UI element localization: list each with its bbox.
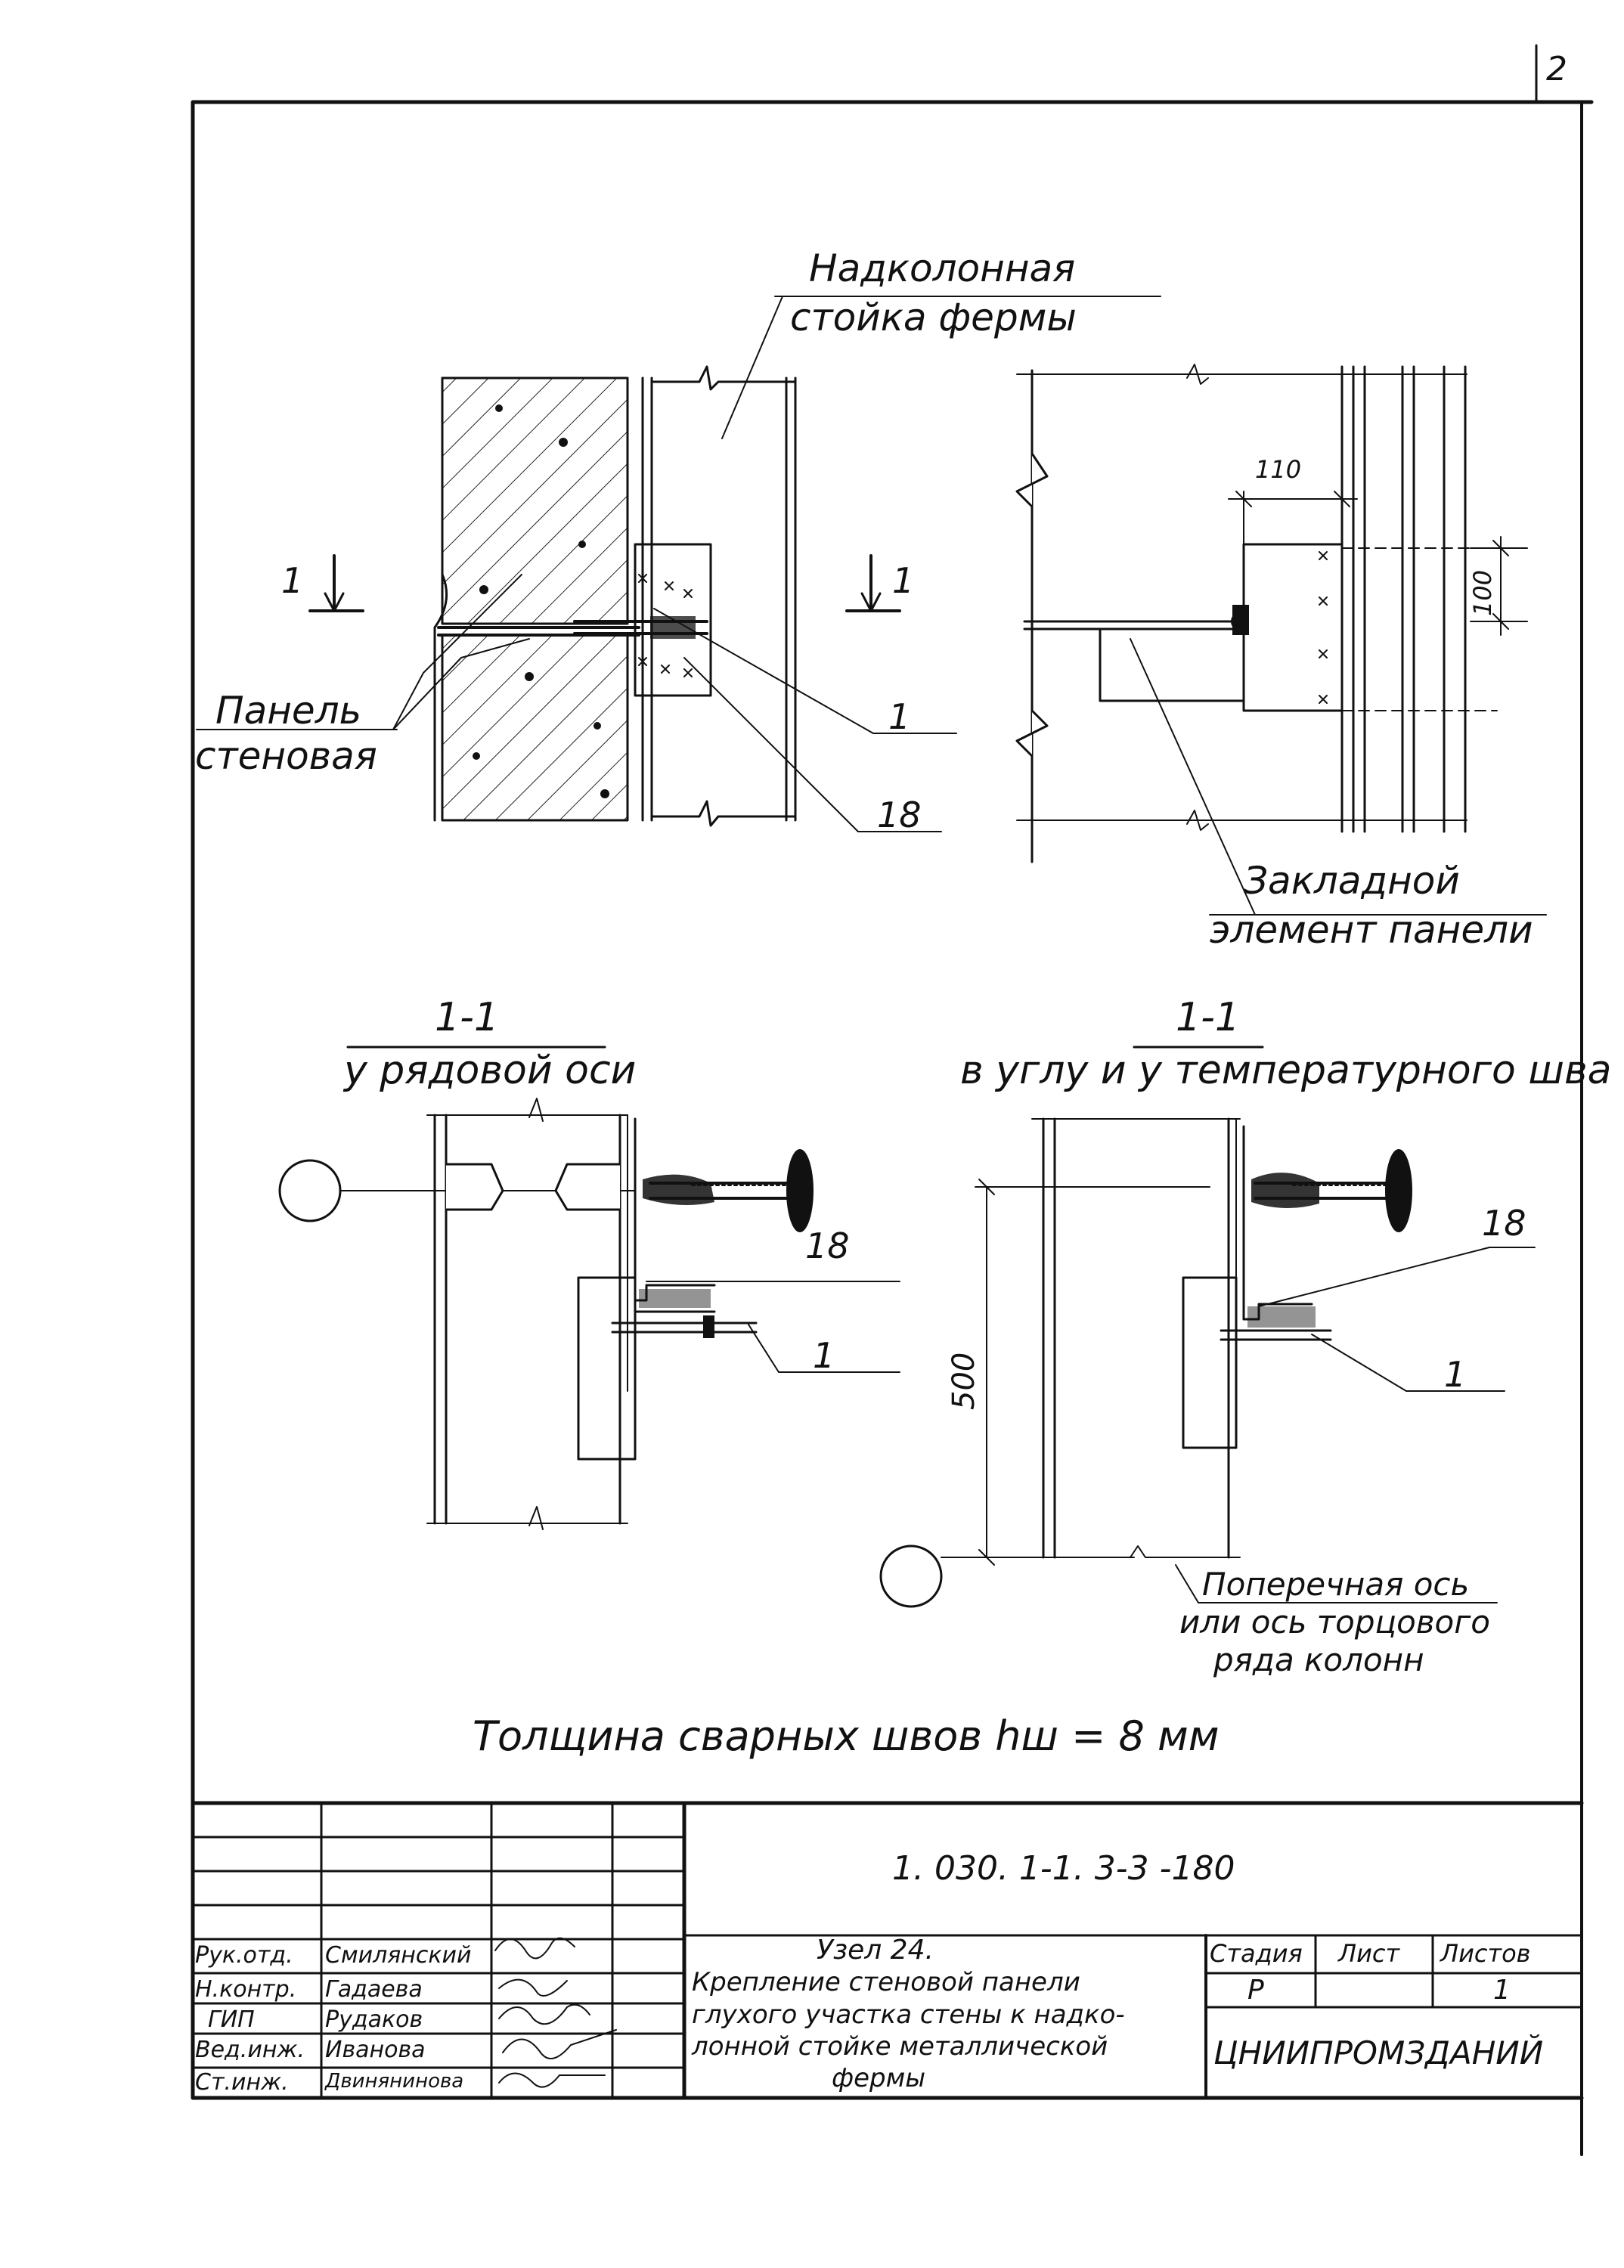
title-block-lines [191,1801,1584,2100]
sheet-header: Лист [1338,1939,1400,1968]
name-lead-engineer: Иванова [325,2037,426,2063]
name-chief-engineer: Рудаков [325,2006,423,2033]
role-chief-engineer: ГИП [208,2006,255,2033]
callout-embedded-line2: элемент панели [1210,908,1533,952]
node-title-line2: Крепление стеновой панели [692,1967,1080,1997]
weld-note: Толщина сварных швов hш = 8 мм [473,1712,1220,1760]
stage-header: Стадия [1210,1939,1303,1968]
stage-value: Р [1247,1975,1264,2006]
dimension-500: 500 [947,1352,981,1410]
section-left-mark: 1-1 [435,995,499,1040]
part-number-18-right: 18 [1482,1203,1526,1244]
role-norm-control: Н.контр. [195,1976,297,2003]
section-right-caption: в углу и у температурного шва [960,1048,1612,1093]
part-number-1-right: 1 [1444,1354,1467,1395]
sheet-frame [191,44,1594,2156]
callout-transverse-axis-line2: или ось торцового [1179,1603,1490,1641]
role-lead-engineer: Вед.инж. [195,2037,305,2063]
callout-embedded-line1: Закладной [1244,859,1460,903]
section-mark-right: 1 [892,560,915,601]
callout-wall-panel-line1: Панель [215,689,362,733]
callout-truss-post-line2: стойка фермы [790,296,1077,339]
node-title-line3: глухого участка стены к надко- [692,2000,1125,2030]
section-right [879,1046,1536,1608]
part-number-18-top: 18 [877,795,922,835]
drawing-code: 1. 030. 1-1. 3-3 -180 [892,1849,1235,1888]
callout-wall-panel-line2: стеновая [195,734,377,778]
section-left-caption: у рядовой оси [344,1048,637,1093]
section-left [278,1046,900,1530]
role-senior-engineer: Ст.инж. [195,2069,289,2096]
node-title-line1: Узел 24. [817,1935,934,1966]
page-number: 2 [1546,50,1567,88]
callout-truss-post-line1: Надколонная [809,246,1076,290]
section-mark-left: 1 [281,560,304,601]
part-number-18-left: 18 [805,1225,850,1266]
part-number-1-top: 1 [888,696,911,737]
callout-transverse-axis-line3: ряда колонн [1213,1641,1424,1678]
section-right-mark: 1-1 [1176,995,1240,1040]
node-title-line4: лонной стойке металлической [692,2031,1108,2062]
sheets-header: Листов [1440,1939,1531,1968]
elevation-left [196,296,1161,832]
name-head-of-dept: Смилянский [325,1942,472,1969]
node-title-line5: фермы [832,2063,926,2093]
role-head-of-dept: Рук.отд. [195,1942,293,1969]
dimension-100: 100 [1468,569,1497,616]
sheets-value: 1 [1493,1975,1511,2006]
organization-name: ЦНИИПРОМЗДАНИЙ [1213,2034,1544,2071]
name-senior-engineer: Двинянинова [325,2070,464,2093]
callout-transverse-axis-line1: Поперечная ось [1202,1566,1470,1603]
part-number-1-left: 1 [813,1335,835,1376]
name-norm-control: Гадаева [325,1976,423,2003]
elevation-right [1015,364,1547,916]
dimension-110: 110 [1255,455,1302,484]
